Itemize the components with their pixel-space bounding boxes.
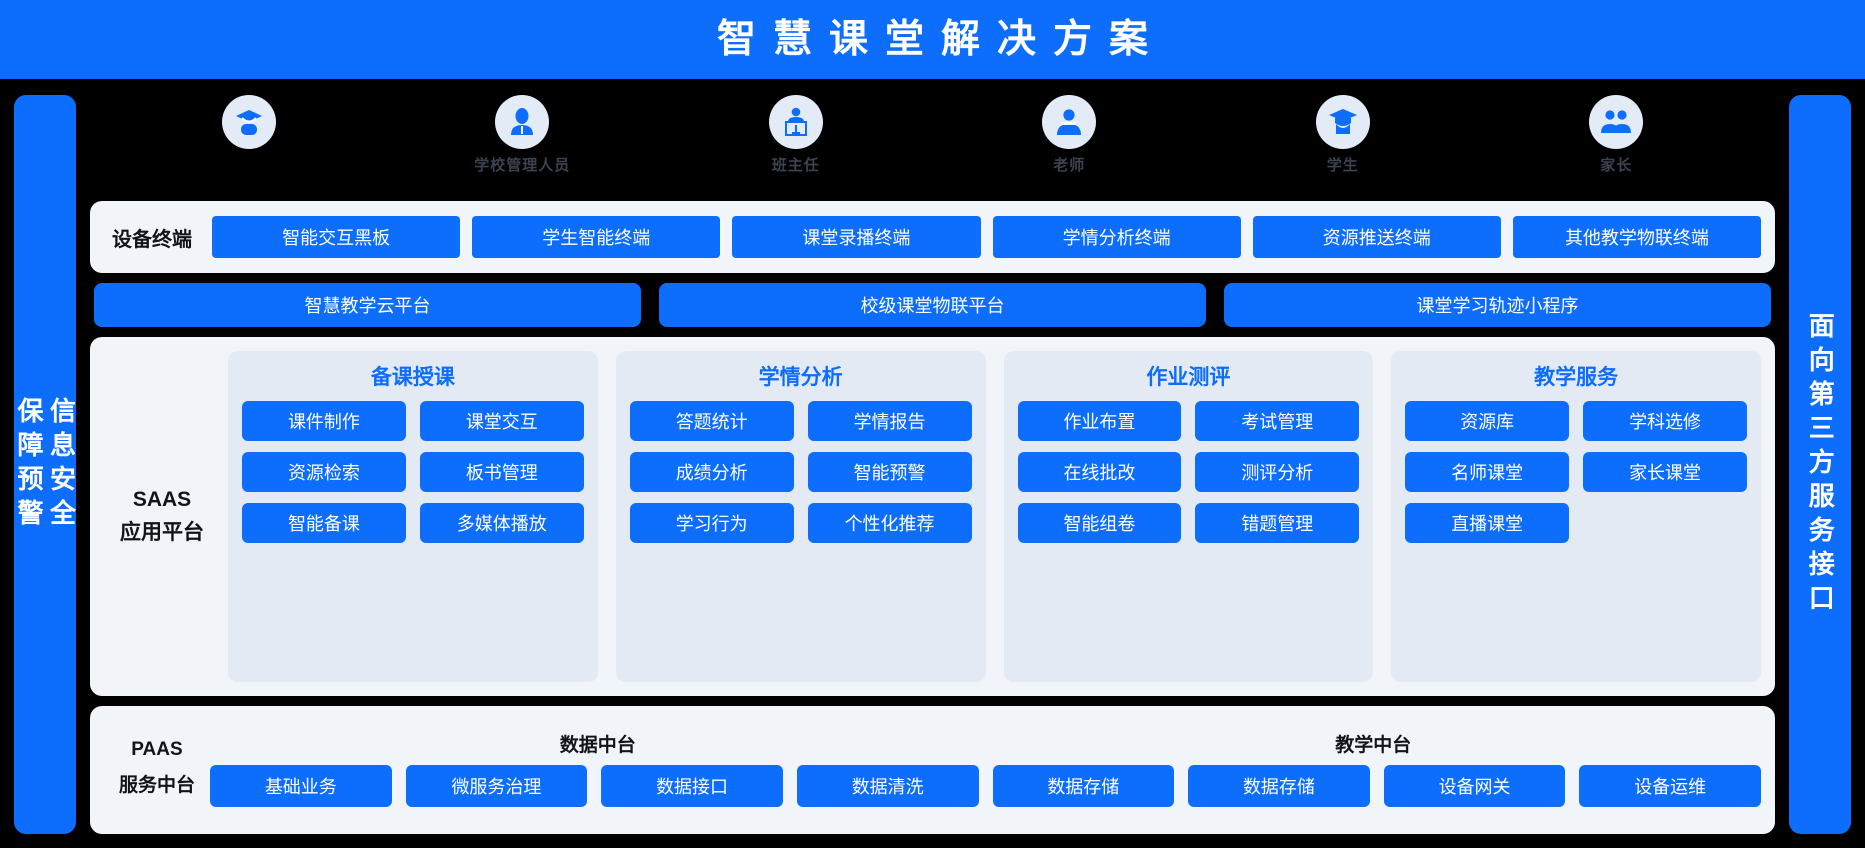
parents-group-icon: [1589, 95, 1644, 149]
paas-buttons: 基础业务 微服务治理 数据接口 数据清洗 数据存储 数据存储 设备网关 设备运维: [210, 764, 1761, 807]
device-button-smart-blackboard[interactable]: 智能交互黑板: [212, 216, 461, 258]
saas-group-lesson-prep: 备课授课 课件制作 课堂交互 资源检索 板书管理 智能备课 多媒体播放: [228, 351, 598, 682]
role-graduate[interactable]: [112, 95, 386, 154]
center-column: 学校管理人员 班主任: [90, 95, 1775, 834]
saas-item-exam-management[interactable]: 考试管理: [1195, 401, 1360, 441]
saas-item-class-interaction[interactable]: 课堂交互: [419, 401, 584, 441]
paas-content: 数据中台 教学中台 基础业务 微服务治理 数据接口 数据清洗 数据存储 数据存储…: [210, 730, 1761, 807]
paas-header-data-midend: 数据中台: [559, 734, 636, 756]
device-button-recording-terminal[interactable]: 课堂录播终端: [732, 216, 981, 258]
group-title: 教学服务: [1534, 366, 1619, 389]
role-label: 老师: [1053, 157, 1086, 174]
saas-item-resource-library[interactable]: 资源库: [1405, 401, 1570, 441]
platform-button-cloud-teaching[interactable]: 智慧教学云平台: [94, 283, 641, 327]
paas-section-label: PAAS 服务中台: [118, 738, 195, 796]
paas-header-teaching-midend: 教学中台: [1335, 734, 1412, 756]
saas-item-parent-class[interactable]: 家长课堂: [1583, 452, 1747, 492]
teacher-person-icon: [1042, 95, 1097, 149]
saas-item-master-class[interactable]: 名师课堂: [1405, 452, 1570, 492]
role-school-admin[interactable]: 学校管理人员: [386, 95, 660, 175]
device-section-label: 设备终端: [112, 228, 192, 251]
role-teacher[interactable]: 老师: [933, 95, 1207, 175]
paas-item-data-cleaning[interactable]: 数据清洗: [796, 764, 979, 807]
paas-item-microservice-governance[interactable]: 微服务治理: [405, 764, 588, 807]
saas-item-elective-subject[interactable]: 学科选修: [1583, 401, 1747, 441]
group-items: 作业布置 考试管理 在线批改 测评分析 智能组卷 错题管理: [1017, 401, 1360, 543]
paas-item-data-storage-1[interactable]: 数据存储: [992, 764, 1175, 807]
title-banner: 智慧课堂解决方案: [0, 0, 1865, 79]
left-rail-information-security[interactable]: 信息安全 保障预警: [14, 95, 77, 834]
paas-item-device-gateway[interactable]: 设备网关: [1383, 764, 1566, 807]
saas-panel: SAAS 应用平台 备课授课 课件制作 课堂交互 资源检索 板书管理 智能备课 …: [90, 337, 1775, 696]
group-title: 学情分析: [758, 366, 843, 389]
right-rail-third-party-interface[interactable]: 面向第三方服务接口: [1789, 95, 1851, 834]
saas-item-smart-paper[interactable]: 智能组卷: [1017, 503, 1182, 543]
group-items: 答题统计 学情报告 成绩分析 智能预警 学习行为 个性化推荐: [629, 401, 972, 543]
roles-row: 学校管理人员 班主任: [90, 95, 1775, 191]
saas-item-smart-prep[interactable]: 智能备课: [242, 503, 406, 543]
saas-item-multimedia-play[interactable]: 多媒体播放: [419, 503, 584, 543]
role-label: 学校管理人员: [474, 157, 571, 174]
group-items: 课件制作 课堂交互 资源检索 板书管理 智能备课 多媒体播放: [242, 401, 584, 543]
saas-item-wrong-question[interactable]: 错题管理: [1195, 503, 1360, 543]
saas-item-learning-report[interactable]: 学情报告: [807, 401, 972, 441]
platform-row: 智慧教学云平台 校级课堂物联平台 课堂学习轨迹小程序: [90, 283, 1775, 327]
page-title: 智慧课堂解决方案: [716, 18, 1165, 61]
saas-item-online-grading[interactable]: 在线批改: [1017, 452, 1182, 492]
saas-item-learning-behavior[interactable]: 学习行为: [629, 503, 794, 543]
saas-item-resource-search[interactable]: 资源检索: [242, 452, 406, 492]
saas-section-label: SAAS 应用平台: [120, 487, 204, 544]
head-teacher-podium-icon: [768, 95, 823, 149]
saas-item-personalized-recommend[interactable]: 个性化推荐: [807, 503, 972, 543]
platform-button-school-iot[interactable]: 校级课堂物联平台: [659, 283, 1206, 327]
saas-item-live-class[interactable]: 直播课堂: [1405, 503, 1570, 543]
right-rail-label: 面向第三方服务接口: [1805, 311, 1836, 618]
group-items: 资源库 学科选修 名师课堂 家长课堂 直播课堂: [1405, 401, 1747, 543]
paas-panel: PAAS 服务中台 数据中台 教学中台 基础业务 微服务治理 数据接口 数据清洗…: [90, 706, 1775, 834]
saas-item-assessment-analysis[interactable]: 测评分析: [1195, 452, 1360, 492]
device-button-analysis-terminal[interactable]: 学情分析终端: [992, 216, 1241, 258]
student-cap-icon: [1315, 95, 1370, 149]
role-student[interactable]: 学生: [1206, 95, 1480, 175]
saas-item-answer-stats[interactable]: 答题统计: [629, 401, 794, 441]
saas-group-homework-assessment: 作业测评 作业布置 考试管理 在线批改 测评分析 智能组卷 错题管理: [1003, 351, 1374, 682]
device-button-resource-push-terminal[interactable]: 资源推送终端: [1252, 216, 1501, 258]
saas-item-homework-assign[interactable]: 作业布置: [1017, 401, 1182, 441]
graduate-person-icon: [221, 95, 276, 149]
paas-headers: 数据中台 教学中台: [210, 730, 1761, 757]
device-button-other-iot-terminal[interactable]: 其他教学物联终端: [1512, 216, 1762, 258]
device-terminal-buttons: 智能交互黑板 学生智能终端 课堂录播终端 学情分析终端 资源推送终端 其他教学物…: [212, 216, 1762, 258]
paas-item-basic-business[interactable]: 基础业务: [210, 764, 392, 807]
device-button-student-terminal[interactable]: 学生智能终端: [472, 216, 721, 258]
admin-person-icon: [495, 95, 550, 149]
platform-button-learning-track-miniapp[interactable]: 课堂学习轨迹小程序: [1224, 283, 1771, 327]
saas-group-teaching-service: 教学服务 资源库 学科选修 名师课堂 家长课堂 直播课堂: [1391, 351, 1761, 682]
role-head-teacher[interactable]: 班主任: [659, 95, 933, 175]
paas-item-data-storage-2[interactable]: 数据存储: [1188, 764, 1370, 807]
paas-item-device-ops[interactable]: 设备运维: [1579, 764, 1761, 807]
saas-item-board-management[interactable]: 板书管理: [419, 452, 584, 492]
saas-group-learning-analysis: 学情分析 答题统计 学情报告 成绩分析 智能预警 学习行为 个性化推荐: [615, 351, 986, 682]
left-rail-label: 信息安全 保障预警: [14, 396, 77, 533]
group-title: 作业测评: [1146, 366, 1231, 389]
group-title: 备课授课: [370, 366, 455, 389]
saas-groups: 备课授课 课件制作 课堂交互 资源检索 板书管理 智能备课 多媒体播放 学情分析…: [228, 351, 1761, 682]
paas-item-data-interface[interactable]: 数据接口: [601, 764, 783, 807]
role-label: 家长: [1600, 157, 1633, 174]
role-label: 学生: [1326, 157, 1359, 174]
page-body: 信息安全 保障预警: [0, 79, 1865, 848]
device-terminal-panel: 设备终端 智能交互黑板 学生智能终端 课堂录播终端 学情分析终端 资源推送终端 …: [90, 201, 1775, 273]
saas-item-score-analysis[interactable]: 成绩分析: [629, 452, 794, 492]
role-label: 班主任: [771, 157, 820, 174]
saas-item-smart-warning[interactable]: 智能预警: [807, 452, 972, 492]
role-parent[interactable]: 家长: [1480, 95, 1754, 175]
saas-item-courseware[interactable]: 课件制作: [242, 401, 406, 441]
